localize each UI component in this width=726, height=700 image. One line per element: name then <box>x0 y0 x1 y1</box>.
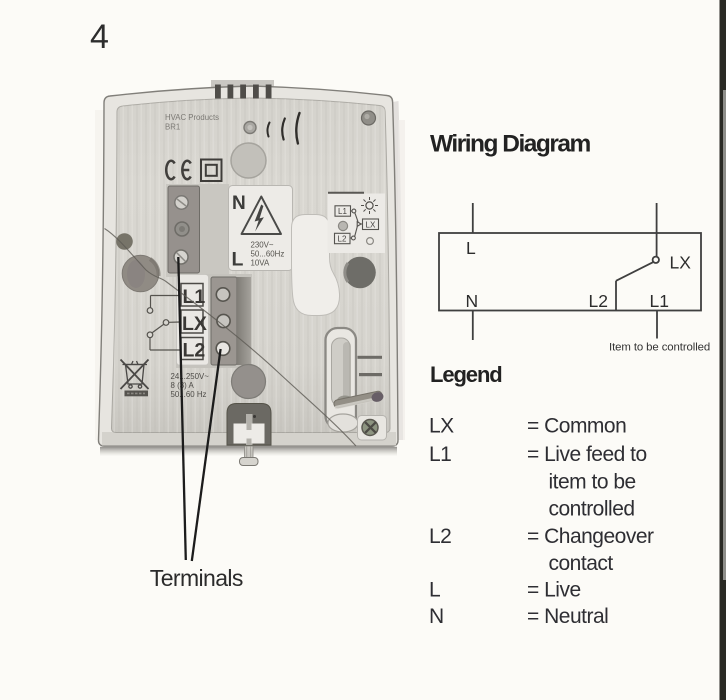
svg-text:N: N <box>232 193 246 214</box>
svg-text:= Changeover: = Changeover <box>527 525 654 548</box>
svg-text:L1: L1 <box>650 291 669 311</box>
svg-text:50...60 Hz: 50...60 Hz <box>171 390 207 399</box>
svg-text:L1: L1 <box>183 286 206 308</box>
svg-text:Item to be controlled: Item to be controlled <box>609 342 710 354</box>
svg-text:L: L <box>429 579 440 602</box>
svg-text:230V~: 230V~ <box>251 241 274 250</box>
svg-text:= Neutral: = Neutral <box>527 605 608 628</box>
svg-text:L2: L2 <box>183 340 206 362</box>
svg-text:10VA: 10VA <box>251 259 270 268</box>
svg-text:Wiring Diagram: Wiring Diagram <box>430 131 591 158</box>
svg-text:N: N <box>466 291 479 311</box>
svg-text:L1: L1 <box>338 207 347 216</box>
svg-text:LX: LX <box>366 220 376 229</box>
svg-text:Legend: Legend <box>430 362 502 387</box>
svg-text:50...60Hz: 50...60Hz <box>251 250 285 259</box>
svg-text:BR1: BR1 <box>165 123 180 132</box>
svg-text:= Live feed to: = Live feed to <box>527 443 647 466</box>
svg-text:contact: contact <box>549 552 614 575</box>
svg-text:L2: L2 <box>338 235 347 244</box>
svg-text:24...250V~: 24...250V~ <box>171 372 210 381</box>
svg-text:= Common: = Common <box>527 415 626 438</box>
svg-text:N: N <box>429 605 444 628</box>
svg-text:L1: L1 <box>429 443 451 466</box>
svg-text:L: L <box>232 249 244 271</box>
svg-text:item to be: item to be <box>549 471 636 494</box>
svg-text:L: L <box>466 238 476 258</box>
svg-text:controlled: controlled <box>549 498 635 521</box>
svg-text:= Live: = Live <box>527 579 581 602</box>
svg-text:LX: LX <box>182 313 207 335</box>
svg-text:LX: LX <box>429 415 454 438</box>
svg-text:LX: LX <box>670 253 692 273</box>
svg-text:Terminals: Terminals <box>150 565 243 591</box>
svg-text:4: 4 <box>90 18 109 56</box>
svg-text:HVAC Products: HVAC Products <box>165 113 219 122</box>
svg-text:L2: L2 <box>429 525 451 548</box>
svg-text:L2: L2 <box>589 291 608 311</box>
